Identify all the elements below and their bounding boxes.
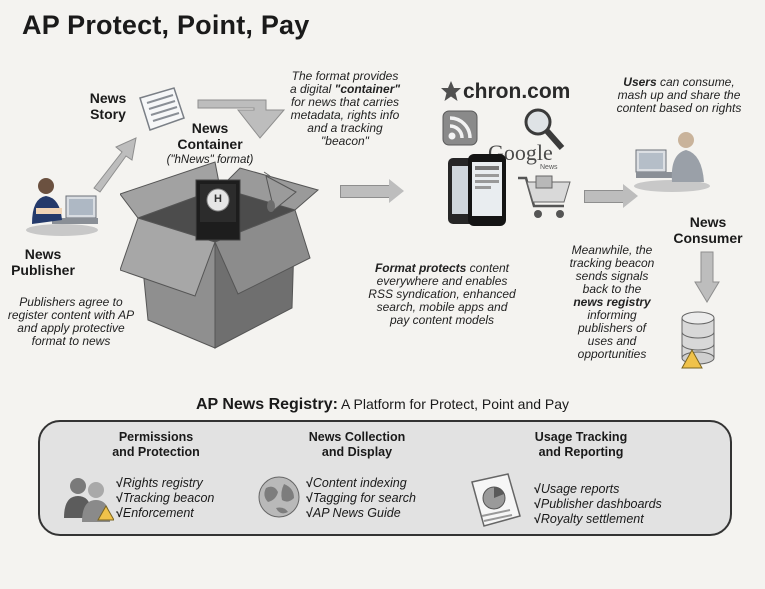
arrow-distribution-to-consumer <box>584 184 638 208</box>
report-pie-icon <box>471 473 521 527</box>
mobile-phones-icon <box>448 154 506 226</box>
registry-title: AP News Registry: A Platform for Protect… <box>195 396 570 413</box>
news-publisher-label: News Publisher <box>11 246 75 278</box>
news-story-document-icon <box>139 87 185 131</box>
format-provides-note: The format provides a digital "container… <box>289 69 401 148</box>
globe-icon <box>258 476 300 518</box>
chron-star-icon <box>441 81 461 101</box>
registry-database-icon <box>681 311 715 369</box>
container-format-label: ("hNews" format) <box>166 154 254 166</box>
rss-icon <box>442 110 478 146</box>
news-container-box-icon <box>120 161 320 349</box>
consumer-at-computer-icon <box>634 132 710 192</box>
news-consumer-label: News Consumer <box>673 214 743 246</box>
chron-logo: chron.com <box>463 80 571 103</box>
magnifier-icon <box>524 108 565 150</box>
usage-checklist: Usage reports Publisher dashboards Royal… <box>534 482 694 527</box>
arrow-consumer-to-registry <box>694 251 720 303</box>
news-container-label: News Container ("hNews" format) <box>160 120 260 168</box>
page-title: AP Protect, Point, Pay <box>22 10 310 40</box>
arrow-container-to-distribution <box>340 179 404 203</box>
shopping-cart-icon <box>518 175 571 218</box>
meanwhile-tracking-note: Meanwhile, the tracking beacon sends sig… <box>569 243 655 361</box>
users-consume-note: Users can consume, mash up and share the… <box>616 75 742 115</box>
arrow-publisher-to-story <box>93 137 137 193</box>
hnews-badge-letter: H <box>214 193 222 205</box>
publishers-agree-note: Publishers agree to register content wit… <box>7 295 135 348</box>
publisher-at-computer-icon <box>26 178 98 236</box>
people-icon <box>64 478 114 522</box>
news-story-label: News Story <box>89 90 127 122</box>
registry-column-title: Usage Tracking and Reporting <box>534 430 628 459</box>
tracking-beacon-icon <box>263 171 297 212</box>
registry-column-title: Permissions and Protection <box>112 430 200 459</box>
arrow-story-to-container <box>197 99 286 139</box>
collection-checklist: Content indexing Tagging for search AP N… <box>306 476 446 521</box>
permissions-checklist: Rights registry Tracking beacon Enforcem… <box>116 476 246 521</box>
format-protects-note: Format protects content everywhere and e… <box>368 261 516 327</box>
google-news-label: News <box>540 164 558 171</box>
registry-column-title: News Collection and Display <box>308 430 406 459</box>
